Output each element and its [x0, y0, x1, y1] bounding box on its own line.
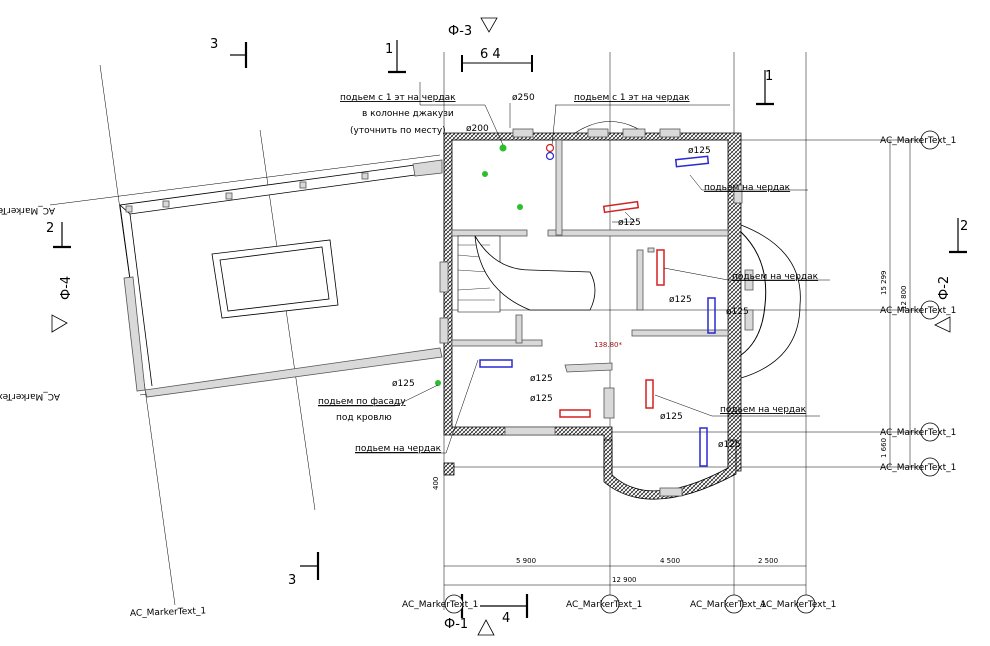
marker-text-1: AC_MarkerText_1 — [880, 136, 956, 146]
label-d200: ø200 — [466, 124, 489, 134]
dim-2500: 2 500 — [758, 557, 778, 565]
section-3-bottom: 3 — [288, 573, 296, 588]
vent-red-2 — [656, 249, 665, 286]
marker-text-4: AC_MarkerText_1 — [880, 463, 956, 473]
label-d125-e: ø125 — [392, 379, 415, 389]
dimension-texts: 5 900 4 500 2 500 12 900 400 15 299 12 8… — [432, 271, 908, 585]
riser-blue — [545, 151, 555, 161]
section-3-top: 3 — [210, 37, 218, 52]
dim-vertical-1: 15 299 — [880, 271, 888, 296]
section-4-bottom: 4 — [502, 611, 510, 626]
label-attic-1: подьем на чердак — [704, 183, 791, 193]
marker-text-2: AC_MarkerText_1 — [880, 306, 956, 316]
marker-texts: AC_MarkerText_1 AC_MarkerText_1 AC_Marke… — [0, 136, 956, 619]
label-d125-h: ø125 — [660, 412, 683, 422]
label-facade-1: подьем по фасаду — [318, 397, 406, 407]
riser-green-1 — [499, 144, 507, 152]
section-f4: Ф-4 — [59, 276, 74, 300]
terrace — [119, 159, 443, 398]
label-facade-2: под кровлю — [336, 413, 392, 423]
leaders — [318, 82, 830, 454]
dim-12900: 12 900 — [612, 576, 637, 584]
section-2-left: 2 — [46, 221, 54, 236]
label-attic-3: подьем на чердак — [720, 405, 807, 415]
section-labels: Ф-3 Ф-1 Ф-2 Ф-4 3 1 1 2 2 3 4 6 4 — [46, 24, 968, 632]
vents — [435, 143, 716, 467]
annotations: подьем с 1 эт на чердак подьем с 1 эт на… — [318, 93, 819, 454]
section-2-right: 2 — [960, 219, 968, 234]
section-f3: Ф-3 — [448, 24, 472, 39]
vent-red-1 — [602, 200, 640, 214]
label-elevation: 138.80* — [594, 341, 622, 349]
section-1-top: 1 — [385, 42, 393, 57]
label-d125-b: ø125 — [618, 218, 641, 228]
riser-green-3 — [517, 204, 523, 210]
riser-green-4 — [435, 380, 441, 386]
dim-5900: 5 900 — [516, 557, 536, 565]
label-d125-g: ø125 — [530, 394, 553, 404]
vent-blue-4 — [699, 427, 708, 467]
riser-red — [545, 143, 555, 153]
vent-red-3 — [559, 409, 591, 418]
dim-vertical-3: 1 660 — [880, 438, 888, 458]
label-d125-a: ø125 — [688, 146, 711, 156]
vent-blue-3 — [479, 359, 513, 368]
section-f1: Ф-1 — [444, 617, 468, 632]
dim-4500: 4 500 — [660, 557, 680, 565]
label-d125-d: ø125 — [726, 307, 749, 317]
vent-blue-1 — [674, 155, 710, 168]
section-1-right: 1 — [765, 69, 773, 84]
house-walls — [439, 121, 801, 500]
dimensions — [444, 55, 911, 586]
label-d125-f: ø125 — [530, 374, 553, 384]
axis-marker-circles — [444, 130, 940, 614]
label-riser-2: подьем с 1 эт на чердак — [574, 93, 690, 103]
label-d250: ø250 — [512, 93, 535, 103]
dim-400: 400 — [432, 477, 440, 490]
marker-text-11: AC_MarkerText_1 — [0, 391, 60, 401]
vent-blue-2 — [707, 297, 716, 334]
label-jacuzzi-1: в колонне джакузи — [362, 109, 454, 119]
marker-text-10: AC_MarkerText_1 — [0, 205, 55, 215]
marker-text-7: AC_MarkerText_1 — [690, 600, 766, 610]
vent-red-4 — [645, 379, 654, 409]
riser-green-2 — [482, 171, 488, 177]
label-attic-2: подьем на чердак — [732, 272, 819, 282]
dim-vertical-2: 12 800 — [900, 286, 908, 311]
label-attic-4: подьем на чердак — [355, 444, 442, 454]
label-riser-1: подьем с 1 эт на чердак — [340, 93, 456, 103]
marker-text-3: AC_MarkerText_1 — [880, 428, 956, 438]
marker-text-6: AC_MarkerText_1 — [566, 600, 642, 610]
marker-text-8: AC_MarkerText_1 — [760, 600, 836, 610]
partitions — [451, 139, 729, 419]
section-64-top: 6 4 — [480, 47, 501, 62]
label-d125-i: ø125 — [718, 440, 741, 450]
section-symbols — [51, 17, 967, 636]
section-f2: Ф-2 — [937, 276, 952, 300]
marker-text-9: AC_MarkerText_1 — [130, 606, 207, 619]
marker-text-5: AC_MarkerText_1 — [402, 600, 478, 610]
label-d125-c: ø125 — [669, 295, 692, 305]
label-jacuzzi-2: (уточнить по месту) — [350, 126, 446, 136]
